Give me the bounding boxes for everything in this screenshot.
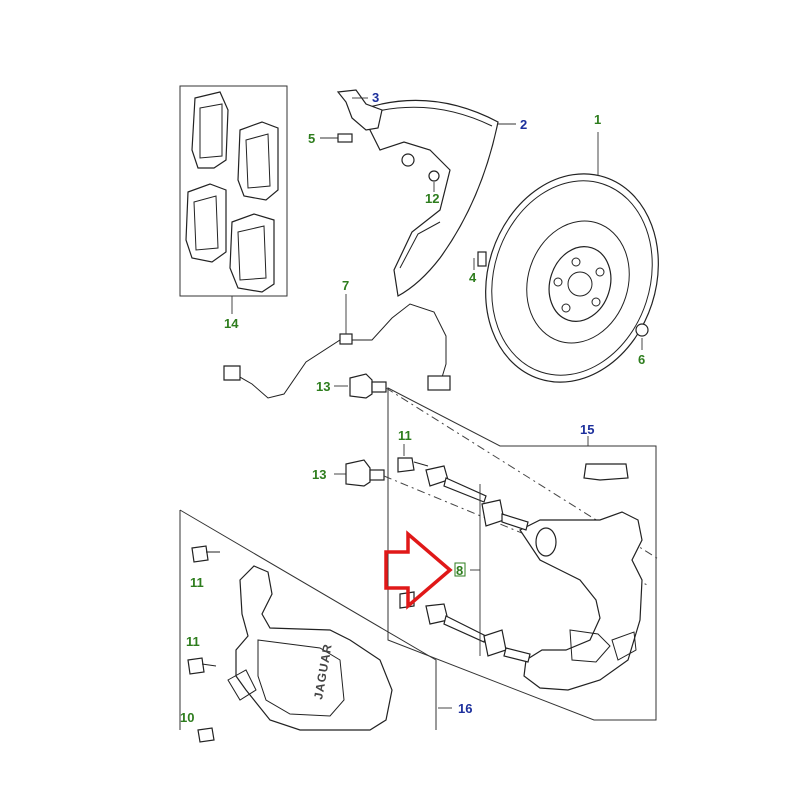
brake-disc-group[interactable] bbox=[459, 132, 684, 405]
retaining-bolt-group[interactable] bbox=[473, 251, 487, 270]
shield-bolt-group[interactable] bbox=[320, 133, 353, 143]
guide-bolt-lower-group[interactable] bbox=[334, 459, 385, 487]
callout-13-lower: 13 bbox=[312, 467, 326, 482]
callout-16: 16 bbox=[458, 701, 472, 716]
callout-15: 15 bbox=[580, 422, 594, 437]
guide-bolt-upper-group[interactable] bbox=[334, 373, 387, 399]
caliper-group[interactable]: JAGUAR bbox=[179, 509, 452, 743]
callout-2: 2 bbox=[520, 117, 527, 132]
callout-3: 3 bbox=[372, 90, 379, 105]
disc-screw-group[interactable] bbox=[635, 323, 649, 350]
callout-12: 12 bbox=[425, 191, 439, 206]
callout-7: 7 bbox=[342, 278, 349, 293]
highlight-arrow bbox=[384, 530, 453, 610]
guide-pin-kit-group[interactable] bbox=[399, 465, 531, 663]
callout-10: 10 bbox=[180, 710, 194, 725]
callout-1: 1 bbox=[594, 112, 601, 127]
brake-pads-group[interactable] bbox=[179, 85, 288, 314]
callout-5: 5 bbox=[308, 131, 315, 146]
callout-11-upper: 11 bbox=[190, 575, 204, 590]
shield-screw-group[interactable] bbox=[428, 170, 440, 192]
callout-6: 6 bbox=[638, 352, 645, 367]
bracket-clip-group[interactable] bbox=[336, 89, 383, 131]
callout-13-upper: 13 bbox=[316, 379, 330, 394]
caliper-bolt-upper-group[interactable] bbox=[397, 444, 429, 473]
callout-4: 4 bbox=[469, 270, 477, 285]
carrier-frame-group[interactable] bbox=[387, 387, 657, 721]
wear-sensor-group[interactable] bbox=[223, 294, 451, 399]
callout-14: 14 bbox=[224, 316, 239, 331]
callout-8: 8 bbox=[456, 563, 463, 578]
callout-11-lower: 11 bbox=[186, 634, 200, 649]
callout-11-frame: 11 bbox=[398, 428, 412, 443]
